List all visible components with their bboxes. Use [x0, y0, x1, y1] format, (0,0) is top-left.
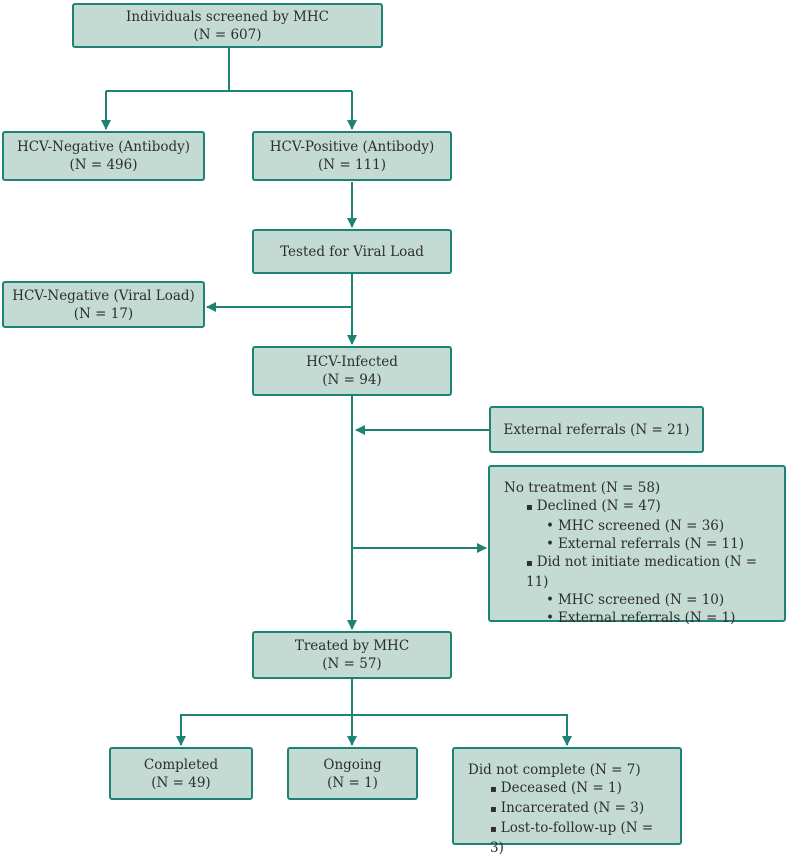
screened-count: (N = 607)	[193, 26, 262, 43]
ongoing-title: Ongoing	[323, 756, 382, 773]
declined-mhc-item: •MHC screened (N = 36)	[546, 518, 725, 534]
completed-title: Completed	[143, 756, 219, 773]
infected-count: (N = 94)	[322, 372, 382, 388]
square-bullet-icon: ▪	[490, 804, 497, 815]
antibody-negative-title: HCV-Negative (Antibody)	[16, 139, 191, 155]
did-not-initiate-item: ▪Did not initiate medication (N = 11)	[526, 554, 758, 590]
declined-item: ▪Declined (N = 47)	[526, 498, 661, 514]
antibody-negative-count: (N = 496)	[69, 157, 138, 173]
ongoing-box: Ongoing (N = 1)	[287, 747, 418, 800]
lost-item: ▪Lost-to-follow-up (N = 3)	[490, 820, 654, 856]
dot-bullet-icon: •	[546, 592, 554, 608]
dot-bullet-icon: •	[546, 610, 554, 626]
treated-box: Treated by MHC (N = 57)	[252, 631, 452, 679]
dni-external-item: •External referrals (N = 1)	[546, 610, 736, 626]
did-not-complete-title: Did not complete (N = 7)	[468, 762, 641, 778]
antibody-positive-count: (N = 111)	[317, 157, 386, 173]
external-referrals-box: External referrals (N = 21)	[489, 406, 704, 453]
antibody-positive-box: HCV-Positive (Antibody) (N = 111)	[252, 131, 452, 181]
screened-box: Individuals screened by MHC (N = 607)	[72, 3, 383, 48]
deceased-item: ▪Deceased (N = 1)	[490, 780, 622, 796]
viral-load-test-box: Tested for Viral Load	[252, 229, 452, 274]
screened-title: Individuals screened by MHC	[126, 8, 329, 25]
treated-title: Treated by MHC	[294, 638, 410, 654]
incarcerated-item: ▪Incarcerated (N = 3)	[490, 800, 645, 816]
treated-split-connector	[180, 714, 568, 745]
split-connector	[106, 48, 352, 92]
infected-box: HCV-Infected (N = 94)	[252, 346, 452, 396]
viral-load-test-title: Tested for Viral Load	[280, 243, 424, 260]
no-treatment-box: No treatment (N = 58) ▪Declined (N = 47)…	[488, 465, 786, 626]
antibody-negative-box: HCV-Negative (Antibody) (N = 496)	[2, 131, 205, 181]
infected-title: HCV-Infected	[306, 354, 398, 370]
completed-count: (N = 49)	[151, 774, 211, 791]
did-not-complete-box: Did not complete (N = 7) ▪Deceased (N = …	[452, 747, 682, 856]
dot-bullet-icon: •	[546, 518, 554, 534]
viral-load-negative-count: (N = 17)	[73, 305, 134, 322]
antibody-positive-title: HCV-Positive (Antibody)	[269, 139, 435, 155]
dni-mhc-item: •MHC screened (N = 10)	[546, 592, 725, 608]
dot-bullet-icon: •	[546, 536, 554, 552]
completed-box: Completed (N = 49)	[109, 747, 253, 800]
square-bullet-icon: ▪	[490, 784, 497, 795]
square-bullet-icon: ▪	[526, 558, 533, 569]
square-bullet-icon: ▪	[526, 502, 533, 513]
declined-external-item: •External referrals (N = 11)	[546, 536, 744, 552]
external-referrals-title: External referrals (N = 21)	[503, 421, 690, 438]
viral-load-negative-box: HCV-Negative (Viral Load) (N = 17)	[2, 281, 205, 328]
ongoing-count: (N = 1)	[327, 774, 378, 791]
treated-count: (N = 57)	[322, 656, 382, 672]
viral-load-negative-title: HCV-Negative (Viral Load)	[12, 287, 195, 304]
no-treatment-title: No treatment (N = 58)	[504, 480, 661, 496]
square-bullet-icon: ▪	[490, 824, 497, 835]
